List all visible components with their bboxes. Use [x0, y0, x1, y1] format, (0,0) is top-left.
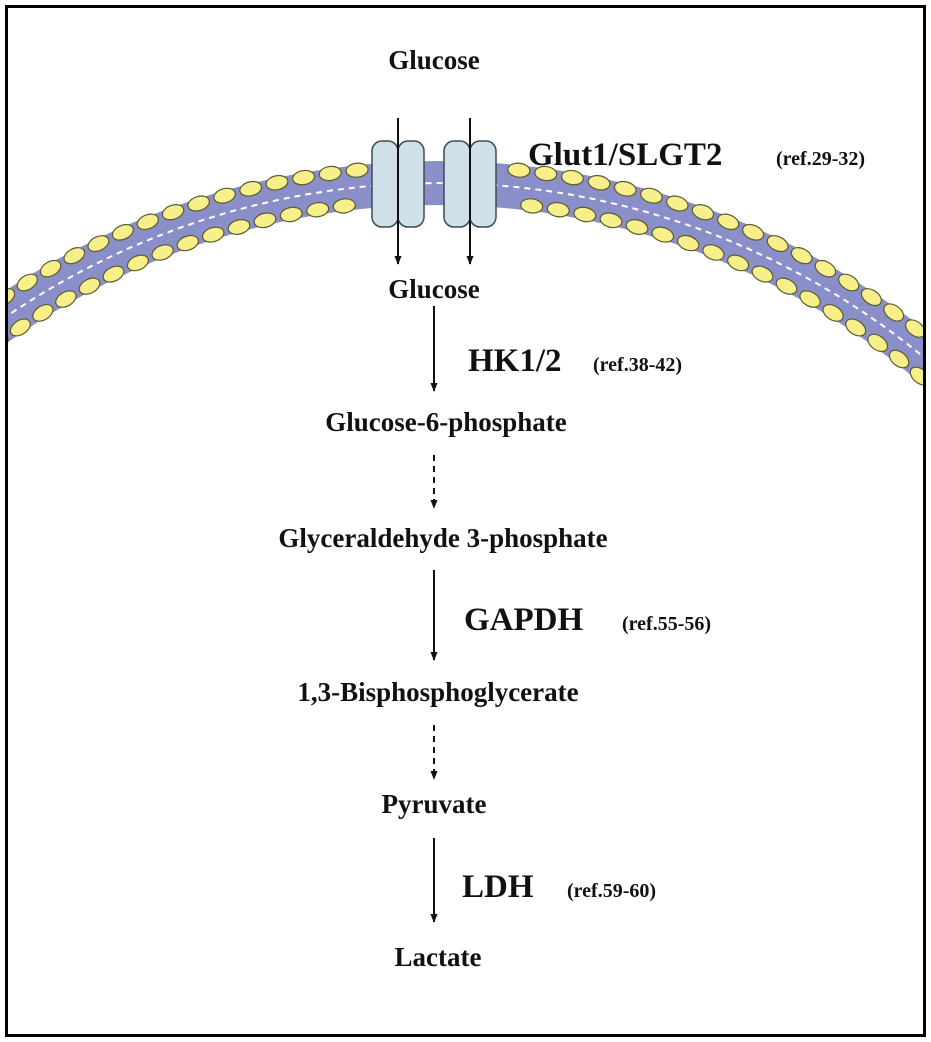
lipid-head [279, 206, 303, 223]
lipid-head [587, 174, 611, 191]
lipid-head [666, 195, 689, 212]
transporter-subunit [469, 140, 497, 228]
lipid-head [151, 244, 174, 261]
lipid-head [16, 273, 38, 292]
lipid-heads [8, 162, 923, 386]
lipid-head [102, 265, 125, 283]
hk-ref: (ref.38-42) [593, 354, 682, 376]
lipid-head [717, 213, 740, 231]
glycolysis-diagram: Glucose Glucose Glucose-6-phosphate Glyc… [8, 45, 923, 972]
lipid-head [845, 318, 867, 337]
cell-membrane [8, 160, 923, 386]
lipid-head [265, 174, 289, 191]
figure-frame: Glucose Glucose Glucose-6-phosphate Glyc… [5, 5, 926, 1037]
transporter-subunit [397, 140, 425, 228]
lipid-head [87, 235, 110, 253]
lipid-head [239, 180, 263, 197]
ldh-name: LDH [462, 869, 534, 905]
lipid-head [766, 235, 789, 253]
lipid-head [78, 277, 101, 295]
lipid-head [691, 204, 715, 221]
lipid-head [546, 201, 570, 218]
lipid-head [345, 162, 369, 178]
lipid-head [111, 223, 134, 241]
lipid-head [904, 319, 923, 338]
lipid-head [613, 180, 637, 197]
lipid-head [573, 206, 597, 223]
lipid-head [187, 195, 210, 212]
lipid-head [32, 303, 54, 322]
lipid-head [306, 201, 330, 218]
lipid-head [909, 366, 923, 386]
lipid-head [775, 277, 798, 295]
lipid-head [318, 165, 342, 182]
lipid-head [883, 303, 905, 322]
lipid-head [888, 349, 910, 369]
lactate-label: Lactate [395, 942, 482, 972]
lipid-head [201, 226, 225, 243]
lipid-head [227, 219, 251, 235]
glucose-transporters [371, 118, 497, 265]
lipid-head [676, 234, 700, 252]
lipid-head [253, 212, 277, 229]
lipid-head [8, 288, 16, 307]
lipid-head [63, 247, 86, 265]
transporter-1 [371, 140, 425, 228]
lipid-head [822, 303, 844, 322]
lipid-head [751, 265, 774, 283]
glucose-inside-label: Glucose [388, 274, 480, 304]
lipid-head [860, 288, 882, 307]
lipid-head [55, 290, 77, 308]
transporter-ref: (ref.29-32) [776, 148, 865, 170]
lipid-head [742, 223, 765, 241]
g3p-label: Glyceraldehyde 3-phosphate [278, 523, 607, 553]
lipid-head [651, 226, 675, 243]
lipid-head [332, 198, 356, 214]
lipid-head [560, 169, 584, 186]
lipid-head [136, 213, 159, 231]
lipid-head [9, 318, 31, 337]
lipid-head [507, 162, 531, 178]
pyruvate-label: Pyruvate [382, 789, 487, 819]
lipid-head [814, 259, 837, 278]
transporter-2 [443, 140, 497, 228]
lipid-head [292, 169, 316, 186]
lipid-head [625, 219, 649, 235]
lipid-head [867, 333, 889, 353]
lipid-head [213, 187, 236, 204]
hk-name: HK1/2 [468, 343, 562, 379]
glucose-outside-label: Glucose [388, 45, 480, 75]
lipid-head [126, 254, 149, 272]
lipid-head [39, 259, 62, 278]
lipid-head [799, 290, 821, 308]
lipid-head [838, 273, 860, 292]
ldh-ref: (ref.59-60) [567, 880, 656, 902]
g6p-label: Glucose-6-phosphate [325, 407, 567, 437]
membrane-core [8, 181, 923, 358]
gapdh-name: GAPDH [464, 602, 583, 638]
lipid-head [161, 204, 185, 221]
lipid-head [599, 212, 623, 229]
lipid-head [702, 244, 725, 261]
transporter-subunit [371, 140, 399, 228]
lipid-head [640, 187, 663, 204]
lipid-head [520, 198, 544, 214]
bpg-label: 1,3-Bisphosphoglycerate [297, 677, 578, 707]
transporter-name: Glut1/SLGT2 [528, 137, 722, 173]
lipid-head [534, 165, 558, 182]
lipid-head [176, 234, 200, 252]
lipid-head [727, 254, 750, 272]
transporter-subunit [443, 140, 471, 228]
lipid-head [790, 247, 813, 265]
gapdh-ref: (ref.55-56) [622, 613, 711, 635]
